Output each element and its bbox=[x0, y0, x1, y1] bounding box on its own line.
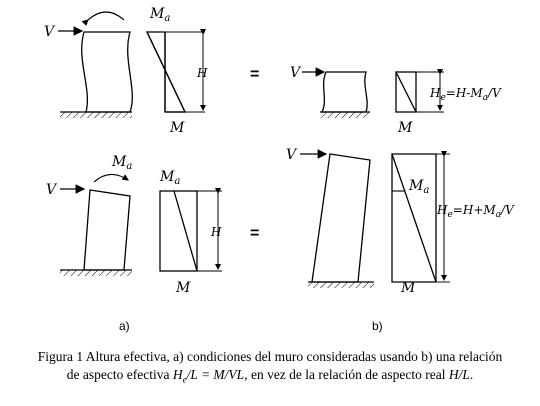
h-label-top: H bbox=[196, 66, 208, 80]
effective-height-diagram: V Ma H M = V He=H-Ma/V M V Ma bbox=[44, 6, 515, 333]
v-label-top-right: V bbox=[290, 65, 302, 81]
figure-caption: Figura 1 Altura efectiva, a) condiciones… bbox=[0, 348, 540, 389]
equals-bottom: = bbox=[250, 225, 259, 242]
ma-label-bottom-right: Ma bbox=[408, 178, 429, 196]
moment-diagram-top-right bbox=[395, 69, 444, 113]
moment-diagram-top-left bbox=[145, 29, 206, 113]
m-label-bottom-left: M bbox=[175, 280, 191, 296]
ma-label-bottom-left-diagram: Ma bbox=[159, 169, 180, 187]
v-label-bottom-right: V bbox=[286, 147, 298, 163]
moment-arrow-top bbox=[81, 11, 125, 27]
m-label-top-left: M bbox=[169, 120, 185, 136]
v-label-top: V bbox=[44, 24, 56, 40]
equals-top: = bbox=[250, 66, 259, 83]
h-label-bottom: H bbox=[210, 225, 222, 239]
panel-label-b: b) bbox=[372, 319, 383, 333]
moment-arrow-bottom-left bbox=[93, 173, 129, 183]
panel-label-a: a) bbox=[119, 319, 130, 333]
caption-expr-real-ratio: H/L bbox=[448, 367, 470, 382]
moment-diagram-bottom-right bbox=[391, 151, 450, 283]
wall-bottom-left bbox=[60, 189, 132, 276]
ma-label-bottom-left: Ma bbox=[111, 154, 132, 172]
caption-line-2: de aspecto efectiva He/L = M/VL, en vez … bbox=[66, 367, 474, 385]
moment-diagram-bottom-left bbox=[159, 188, 222, 272]
m-label-bottom-right: M bbox=[400, 280, 416, 296]
m-label-top-right: M bbox=[397, 120, 413, 136]
wall-bottom-right bbox=[308, 153, 374, 288]
he-minus-expression: He=H-Ma/V bbox=[429, 86, 502, 103]
v-label-bottom-left: V bbox=[46, 182, 58, 198]
wall-top-right bbox=[320, 71, 370, 118]
caption-expr-effective-ratio: He/L = M/VL bbox=[172, 367, 245, 385]
ma-label-top: Ma bbox=[149, 6, 170, 24]
caption-line-1: Figura 1 Altura efectiva, a) condiciones… bbox=[37, 349, 503, 364]
he-plus-expression: He=H+Ma/V bbox=[436, 203, 515, 220]
wall-top-left bbox=[60, 31, 133, 118]
